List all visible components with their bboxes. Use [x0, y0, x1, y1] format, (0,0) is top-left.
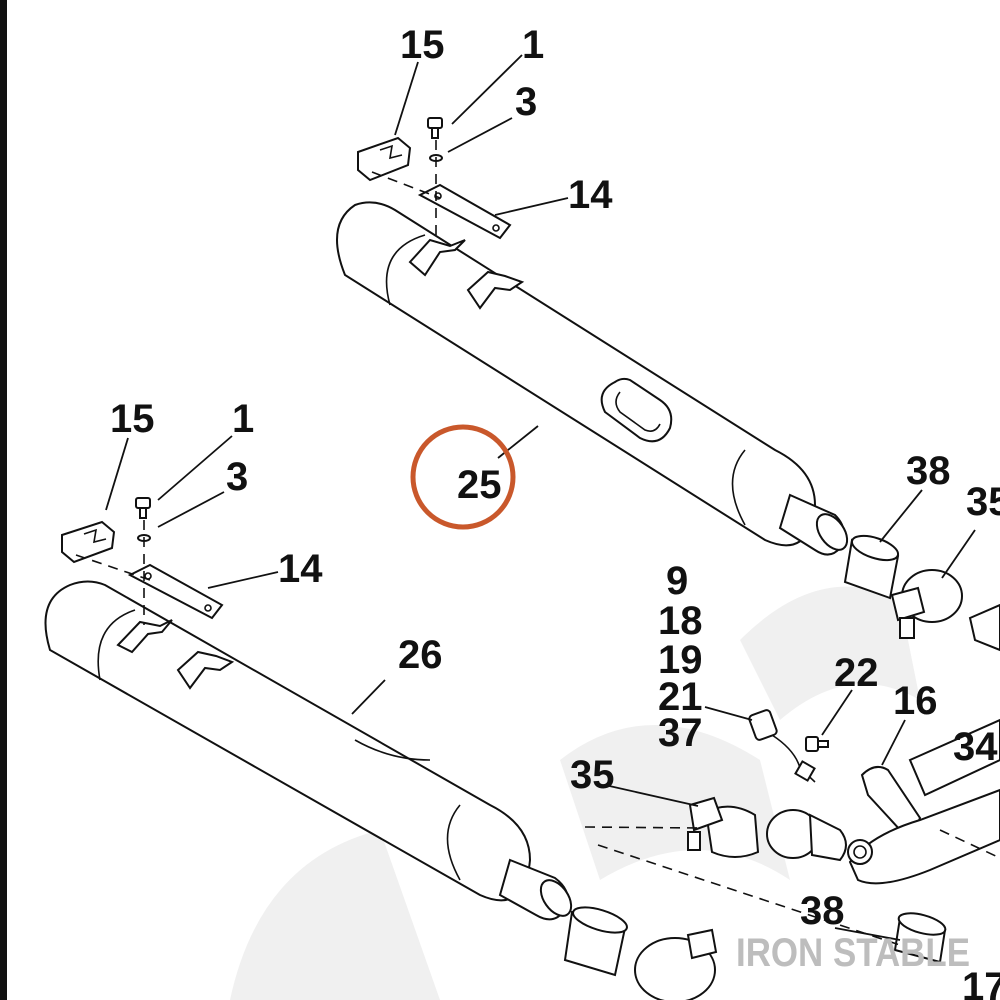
bolt-1-lower [135, 497, 151, 519]
callout-14-upper: 14 [568, 173, 613, 217]
assembly-line-lower-4 [597, 844, 901, 946]
assembly-line-lower-3 [584, 826, 701, 829]
assembly-line-upper-1 [371, 171, 441, 199]
callout-15-lower: 15 [110, 397, 155, 441]
callout-22: 22 [834, 651, 879, 695]
clamp-lower-tip [634, 928, 718, 1000]
callout-34: 34 [953, 725, 998, 769]
callout-37: 37 [658, 711, 703, 755]
gasket-38-upper [843, 534, 900, 600]
callout-9: 9 [666, 559, 688, 603]
callout-38-lower: 38 [800, 889, 845, 933]
callout-3-lower: 3 [226, 455, 248, 499]
bracket-14-lower [127, 563, 224, 620]
callout-26: 26 [398, 633, 443, 677]
leader-lines [105, 54, 976, 941]
callout-labels: 15 1 3 14 15 1 3 14 25 26 38 35 9 18 19 … [110, 23, 1000, 1000]
screw-22 [805, 736, 829, 752]
callout-25: 25 [457, 463, 502, 507]
callout-15-upper: 15 [400, 23, 445, 67]
assembly-line-right-1 [939, 829, 1000, 859]
slip-joint-pipe [766, 809, 873, 865]
o2-sensor [748, 709, 816, 783]
pipe-stub-right [968, 603, 1000, 652]
watermark-text: IRON STABLE [736, 931, 970, 975]
callout-35-lower: 35 [570, 753, 615, 797]
callout-1-upper: 1 [522, 23, 544, 67]
callout-14-lower: 14 [278, 547, 323, 591]
bracket-14-upper [417, 183, 512, 240]
watermark-shapes [230, 586, 920, 1000]
callout-19: 19 [658, 638, 703, 682]
callout-35-upper: 35 [966, 480, 1000, 524]
callout-1-lower: 1 [232, 397, 254, 441]
callout-21: 21 [658, 675, 703, 719]
callout-16: 16 [893, 679, 938, 723]
callout-3-upper: 3 [515, 80, 537, 124]
clamp-15-upper [357, 136, 412, 182]
callout-17: 17 [962, 965, 1000, 1000]
left-border [0, 0, 7, 1000]
gasket-lower-tip [563, 906, 628, 977]
muffler-lower [44, 580, 573, 921]
clamp-35-upper [890, 569, 963, 639]
assembly-line-lower-1 [75, 554, 151, 581]
muffler-upper [336, 201, 849, 556]
bolt-1-upper [427, 117, 443, 139]
callout-38-upper: 38 [906, 449, 951, 493]
clamp-15-lower [61, 520, 116, 564]
callout-highlight-ring [410, 424, 516, 530]
gasket-38-lower [893, 912, 947, 964]
callout-18: 18 [658, 599, 703, 643]
